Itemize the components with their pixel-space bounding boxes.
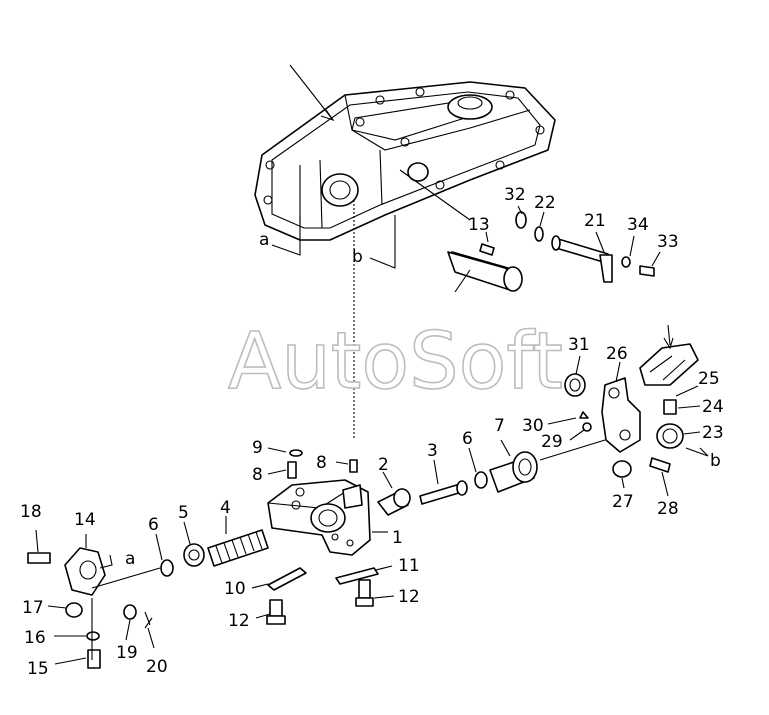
callout-2: 2 — [378, 455, 389, 475]
callout-3: 3 — [427, 441, 438, 461]
callout-20: 20 — [146, 657, 168, 677]
transmission-cover — [254, 64, 556, 241]
spring-row — [160, 529, 269, 577]
callout-21: 21 — [584, 211, 606, 231]
callout-24: 24 — [702, 397, 724, 417]
callout-6-right: 6 — [462, 429, 473, 449]
callout-23: 23 — [702, 423, 724, 443]
callout-19: 19 — [116, 643, 138, 663]
callout-6-left: 6 — [148, 515, 159, 535]
callout-9: 9 — [252, 438, 263, 458]
callout-12-left: 12 — [228, 611, 250, 631]
valve-body-1 — [267, 479, 388, 556]
callout-26: 26 — [606, 344, 628, 364]
lever-26-group — [564, 324, 709, 478]
callout-27: 27 — [612, 492, 634, 512]
ref-b-top: b — [352, 247, 363, 267]
callout-28: 28 — [657, 499, 679, 519]
callout-14: 14 — [74, 510, 96, 530]
callout-22: 22 — [534, 193, 556, 213]
callout-4: 4 — [220, 498, 231, 518]
watermark-text: AutoSoft — [228, 317, 563, 407]
callout-13: 13 — [468, 215, 490, 235]
callout-31: 31 — [568, 335, 590, 355]
callout-8-left: 8 — [252, 465, 263, 485]
ref-a-top: a — [259, 230, 269, 250]
callout-5: 5 — [178, 503, 189, 523]
shaft-13-group — [447, 243, 523, 293]
callout-15: 15 — [27, 659, 49, 679]
callout-16: 16 — [24, 628, 46, 648]
ref-b-right: b — [710, 451, 721, 471]
callout-33: 33 — [657, 232, 679, 252]
callout-32: 32 — [504, 185, 526, 205]
callout-10: 10 — [224, 579, 246, 599]
reference-letters: a b a b — [125, 230, 721, 569]
callout-25: 25 — [698, 369, 720, 389]
callout-18: 18 — [20, 502, 42, 522]
callout-labels: 1 2 3 4 5 6 6 7 8 8 9 10 11 12 12 13 14 … — [20, 185, 724, 679]
reference-lines-top — [271, 169, 471, 440]
callout-34: 34 — [627, 215, 649, 235]
callout-30: 30 — [522, 416, 544, 436]
callout-12-right: 12 — [398, 587, 420, 607]
callout-11: 11 — [398, 556, 420, 576]
lever-block-14 — [27, 547, 161, 669]
spool-row — [377, 439, 606, 516]
leader-lines — [35, 205, 701, 665]
small-parts-center — [266, 449, 379, 625]
ref-a-left: a — [125, 549, 135, 569]
callout-8-right: 8 — [316, 453, 327, 473]
callout-29: 29 — [541, 432, 563, 452]
callout-1: 1 — [392, 528, 403, 548]
shaft-21-group — [515, 211, 655, 283]
callout-7: 7 — [494, 416, 505, 436]
callout-17: 17 — [22, 598, 44, 618]
